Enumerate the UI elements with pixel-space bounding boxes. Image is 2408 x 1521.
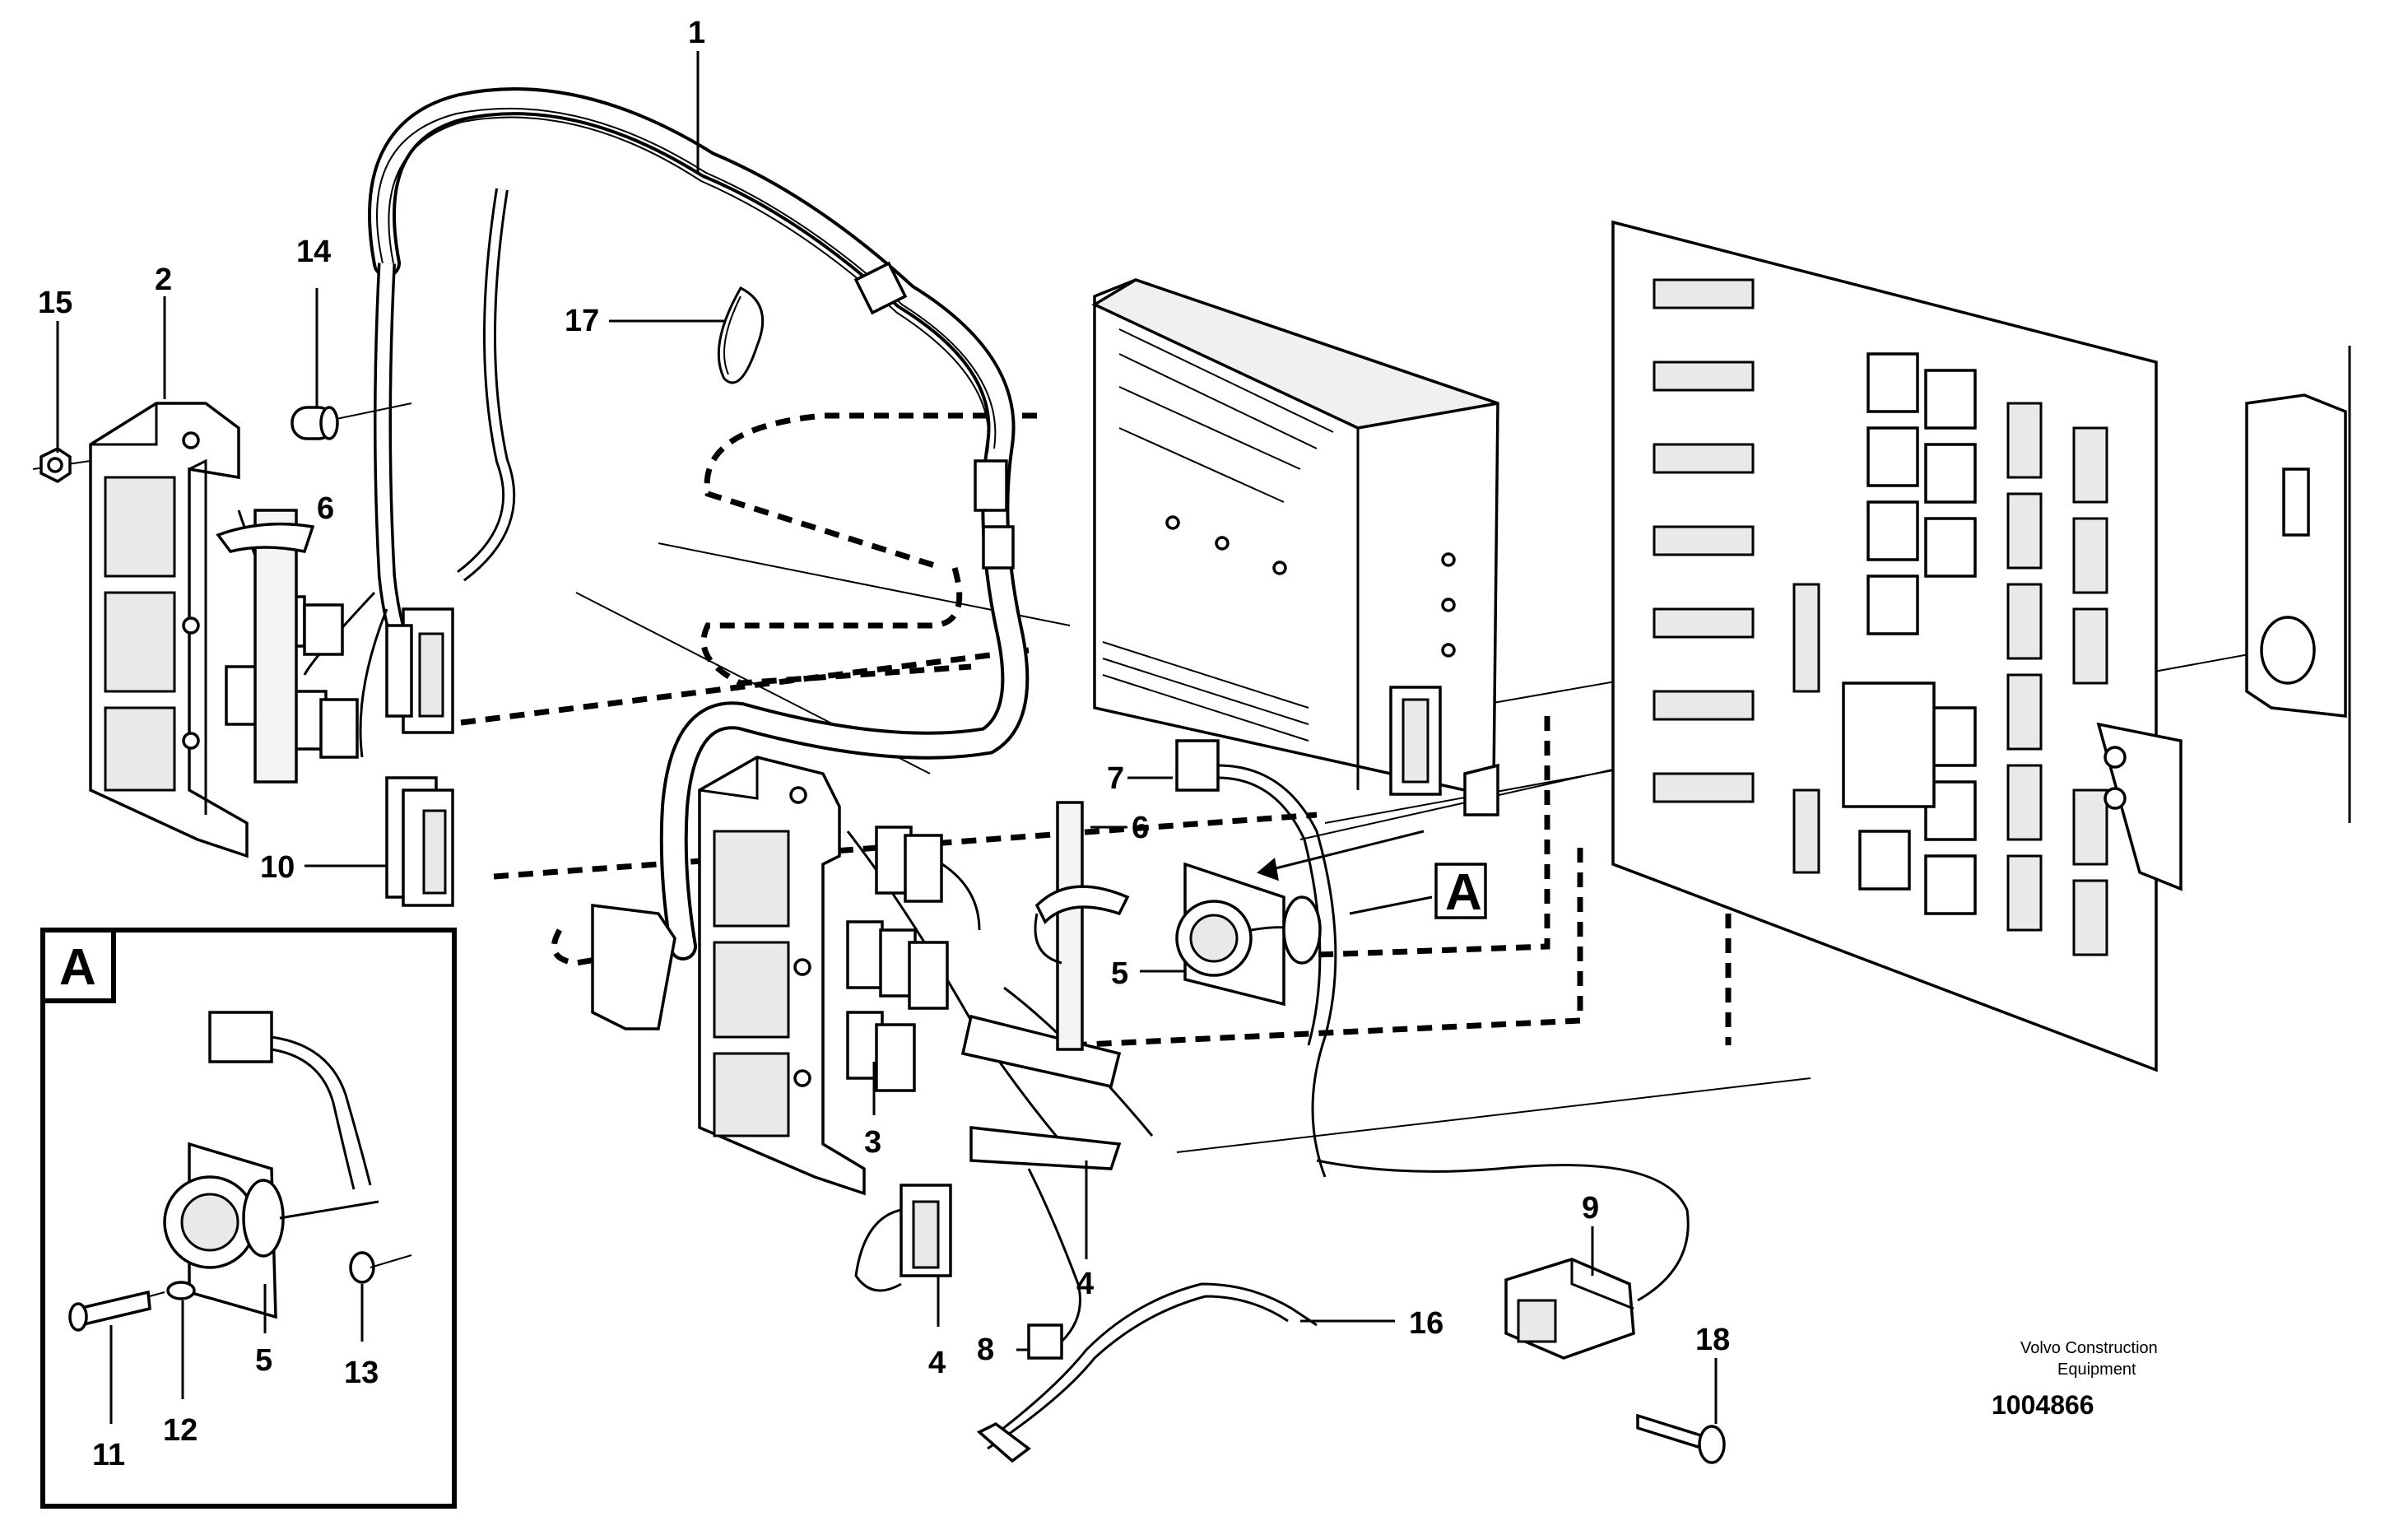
callout-6-middle: 6 <box>1132 811 1149 845</box>
switch <box>1316 1159 1690 1360</box>
credit-line-2: Equipment <box>2057 1361 2136 1379</box>
connector-block <box>591 904 1122 1292</box>
callout-8: 8 <box>977 1333 994 1367</box>
flange-connector <box>1175 862 1322 1007</box>
cable-ties-6 <box>1034 801 1130 1051</box>
callout-12: 12 <box>163 1413 198 1448</box>
nut <box>32 446 91 484</box>
callout-leaders <box>56 51 1718 1424</box>
detail-view-a: A <box>40 928 457 1509</box>
callout-7: 7 <box>1107 761 1124 796</box>
callout-11: 11 <box>92 1438 125 1472</box>
multi-pin-connectors <box>385 607 454 907</box>
credit-line-1: Volvo Construction <box>2020 1339 2158 1357</box>
connector-7 <box>1175 739 1337 1178</box>
callout-5-main: 5 <box>1111 956 1128 991</box>
control-unit <box>1091 278 1499 816</box>
cable-16 <box>976 1282 1318 1463</box>
callout-6-left: 6 <box>317 491 334 526</box>
callout-numbers: 1 2 3 4 4 5 5 6 6 7 8 9 10 11 12 13 14 1… <box>38 16 1730 1472</box>
detail-reference: A <box>1257 830 1487 921</box>
document-number: 1004866 <box>1992 1390 2094 1420</box>
relay-bracket-middle <box>698 756 866 1196</box>
screw-18 <box>1636 1413 1726 1464</box>
callout-16: 16 <box>1409 1306 1443 1341</box>
callout-14: 14 <box>296 235 331 269</box>
callout-10: 10 <box>260 850 295 885</box>
callout-13: 13 <box>344 1356 379 1390</box>
connector-8 <box>1027 1168 1081 1360</box>
callout-18: 18 <box>1695 1323 1730 1357</box>
callout-3: 3 <box>864 1125 881 1160</box>
cable-tie <box>717 286 765 384</box>
printed-circuit-board <box>1611 220 2183 1072</box>
callout-9: 9 <box>1582 1191 1599 1226</box>
spacer <box>291 402 412 440</box>
relays-left <box>216 509 359 784</box>
relay-bracket-left <box>89 402 249 858</box>
detail-view-label: A <box>59 939 96 996</box>
credit-block: Volvo Construction Equipment 1004866 <box>1992 1339 2158 1420</box>
mounting-plate <box>2245 346 2351 823</box>
callout-17: 17 <box>565 304 599 338</box>
callout-15: 15 <box>38 286 72 320</box>
relays-middle <box>846 826 981 1092</box>
callout-5-detail: 5 <box>255 1343 272 1378</box>
main-wire-harness <box>303 87 1154 1153</box>
callout-1: 1 <box>688 16 705 50</box>
callout-4-lower: 4 <box>928 1346 946 1380</box>
dashed-connection-lines <box>460 412 1732 1049</box>
callout-2: 2 <box>155 263 172 297</box>
callout-4-upper: 4 <box>1076 1267 1094 1301</box>
detail-reference-label: A <box>1445 864 1482 921</box>
